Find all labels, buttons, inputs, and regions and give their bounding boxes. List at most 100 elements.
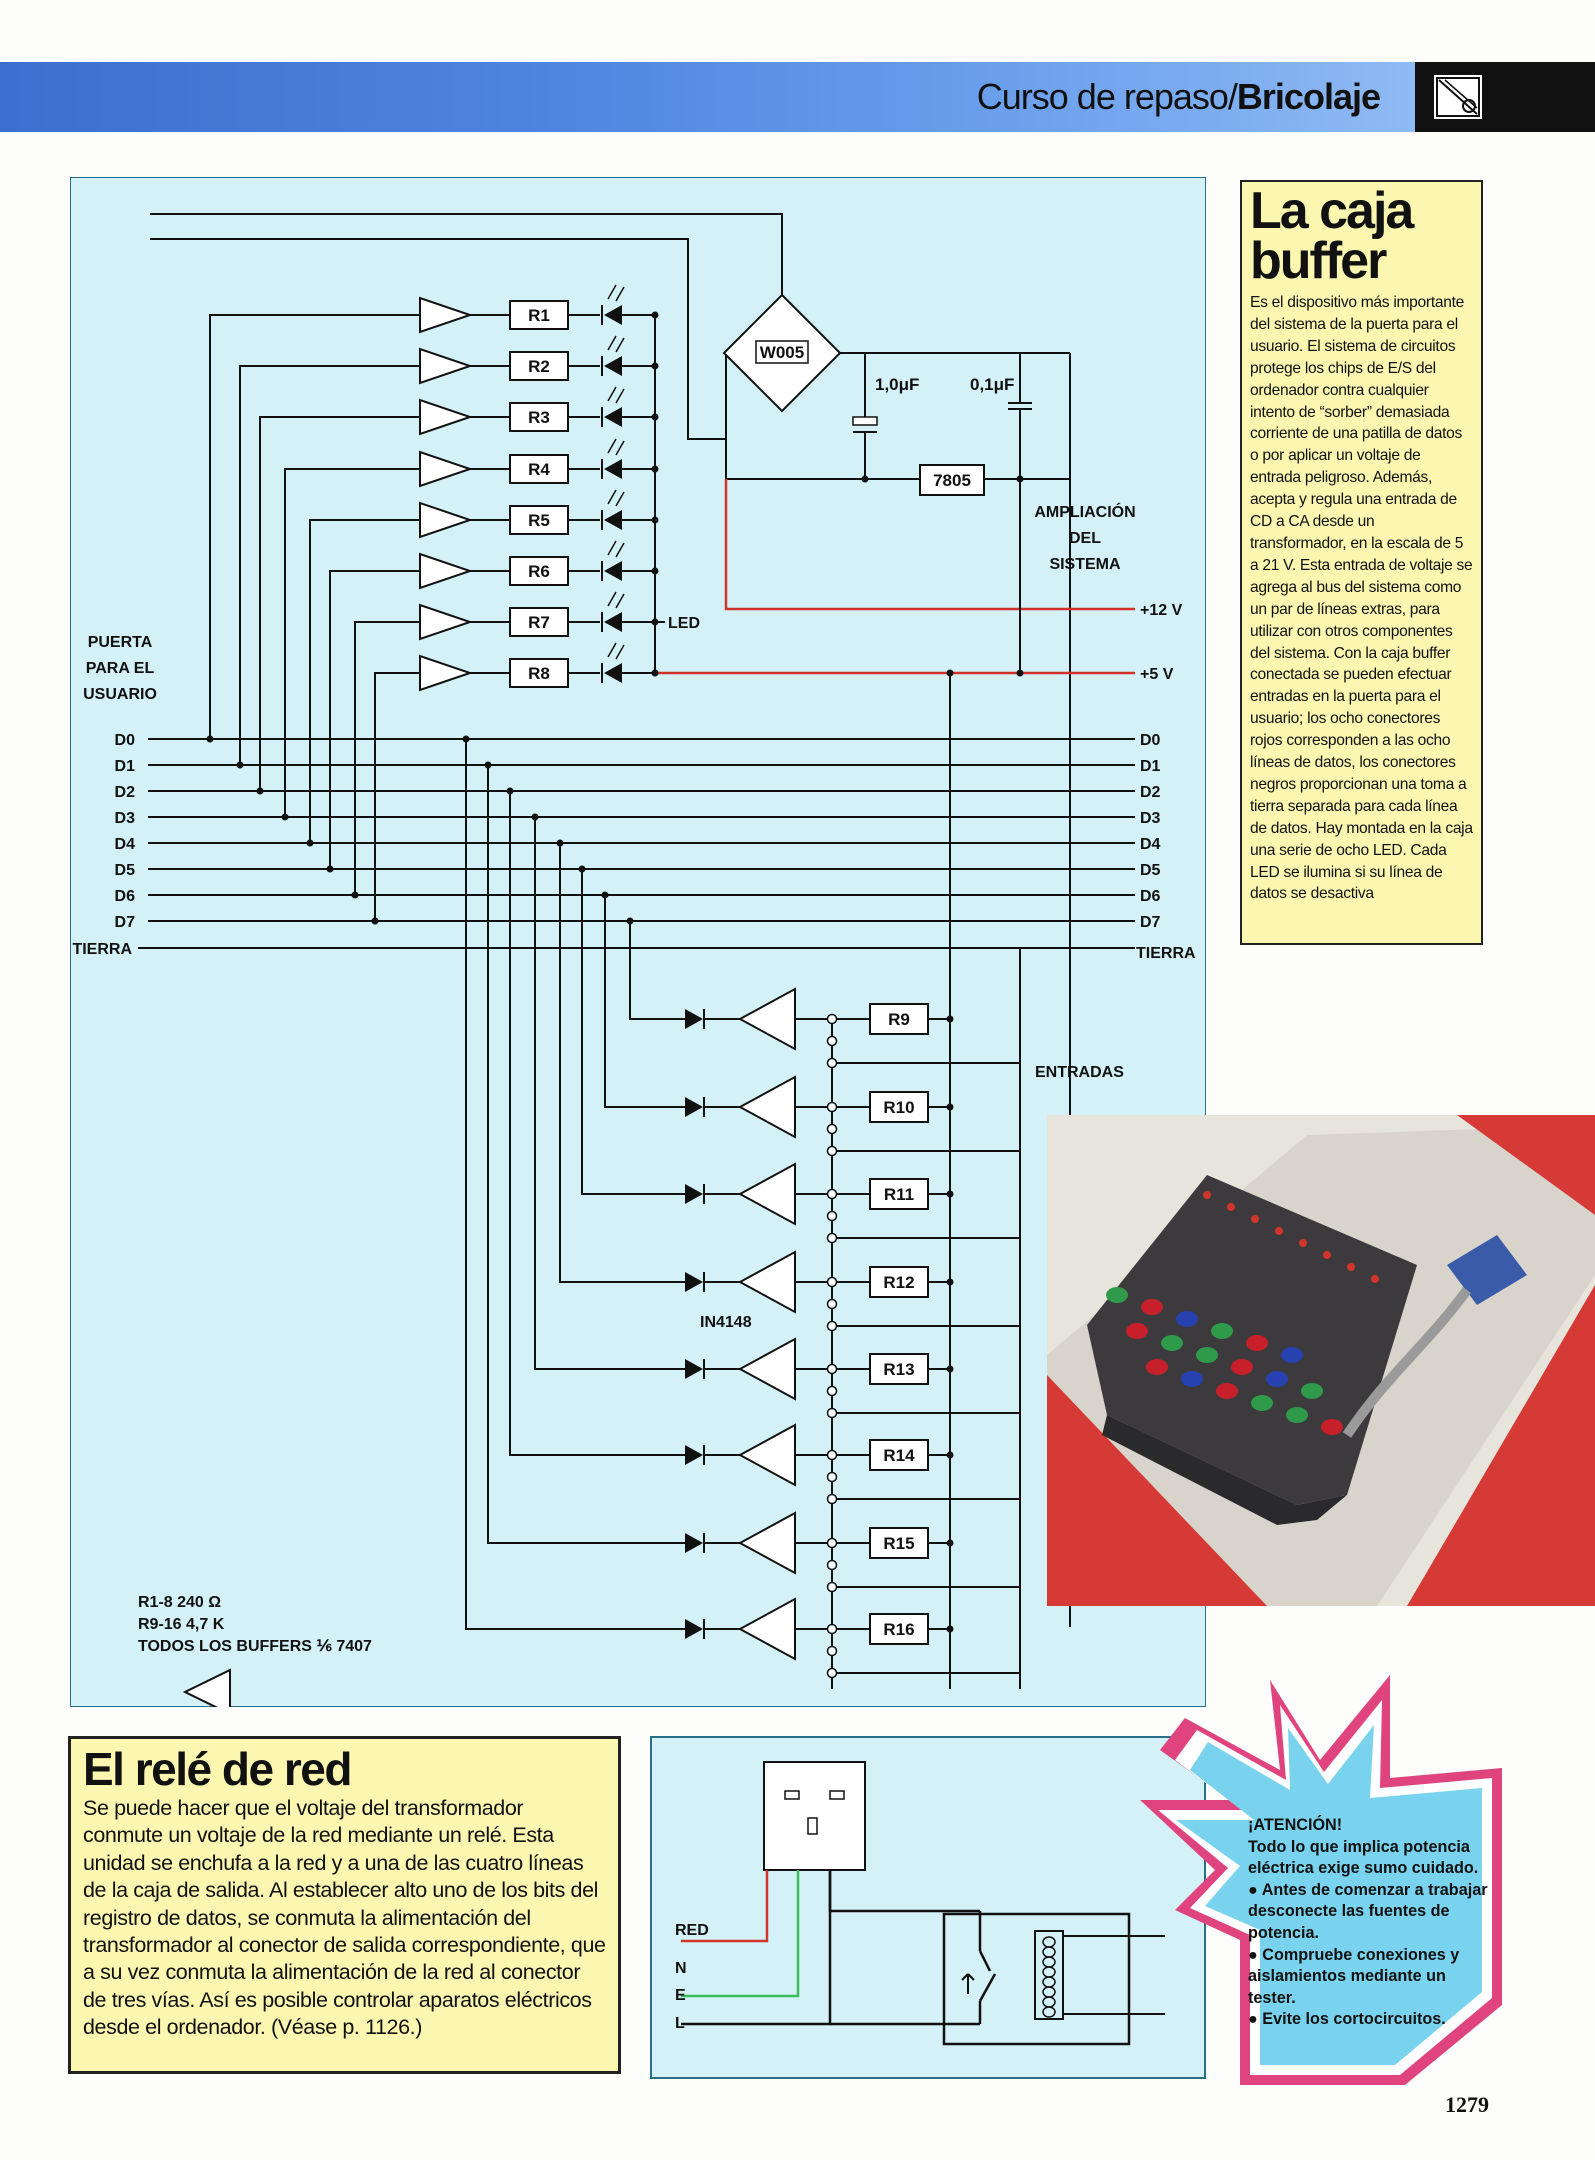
rele-title: El relé de red — [83, 1743, 352, 1795]
input-socket-icon — [826, 1057, 838, 1069]
connector-peg — [1161, 1335, 1183, 1351]
buffer-icon — [419, 654, 474, 692]
data-line-label-left: D3 — [115, 810, 136, 827]
ampliacion-label: DEL — [1069, 530, 1101, 547]
capacitor-label: 0,1μF — [970, 375, 1014, 394]
input-socket-icon — [826, 1667, 838, 1679]
buffer-icon — [419, 450, 474, 488]
led-icon — [604, 663, 622, 683]
resistor — [509, 402, 569, 432]
resistor — [509, 505, 569, 535]
resistor-label: R9 — [888, 1010, 910, 1029]
buffer-icon — [737, 1250, 796, 1314]
data-line-label-left: D5 — [115, 862, 136, 879]
input-socket-icon — [826, 1298, 838, 1310]
page-number: 1279 — [1445, 2092, 1489, 2117]
warning-title: ¡ATENCIÓN! — [1248, 1816, 1343, 1834]
input-socket-icon — [826, 1407, 838, 1419]
legend-line: TODOS LOS BUFFERS ⅙ 7407 — [138, 1638, 372, 1655]
connector-peg — [1181, 1371, 1203, 1387]
buffer-box-photo — [1047, 1115, 1595, 1606]
resistor — [509, 351, 569, 381]
connector-peg — [1176, 1311, 1198, 1327]
data-line-label-right: D7 — [1140, 914, 1161, 931]
resistor-label: R10 — [883, 1098, 914, 1117]
relay-label-e: E — [675, 1987, 686, 2004]
input-socket-icon — [826, 1449, 838, 1461]
data-line-label-left: D1 — [115, 758, 136, 775]
resistor-label: R2 — [528, 357, 550, 376]
input-socket-icon — [826, 1276, 838, 1288]
input-socket-icon — [826, 1145, 838, 1157]
buffer-icon — [419, 603, 474, 641]
resistor-label: R16 — [883, 1620, 914, 1639]
data-line-label-right: D1 — [1140, 758, 1161, 775]
connector-peg — [1141, 1299, 1163, 1315]
section-logo-icon — [1415, 62, 1595, 132]
resistor-label: R1 — [528, 306, 550, 325]
diode-icon — [685, 1359, 703, 1379]
resistor-label: R3 — [528, 408, 550, 427]
resistor-label: R5 — [528, 511, 550, 530]
data-line-label-left: D6 — [115, 888, 136, 905]
input-socket-icon — [826, 1645, 838, 1657]
relay-label-l: L — [675, 2015, 685, 2032]
puerta-label: USUARIO — [83, 686, 157, 703]
input-socket-icon — [826, 1013, 838, 1025]
input-socket-icon — [826, 1493, 838, 1505]
data-line-label-left: D2 — [115, 784, 136, 801]
data-line-label-right: D2 — [1140, 784, 1161, 801]
input-socket-icon — [826, 1537, 838, 1549]
plus12-label: +12 V — [1140, 602, 1183, 619]
diode-icon — [685, 1533, 703, 1553]
ampliacion-label: SISTEMA — [1049, 556, 1121, 573]
input-socket-icon — [826, 1363, 838, 1375]
led-icon — [604, 356, 622, 376]
resistor-label: R13 — [883, 1360, 914, 1379]
warning-starburst — [1140, 1675, 1502, 2085]
connector-peg — [1286, 1407, 1308, 1423]
connector-peg — [1301, 1383, 1323, 1399]
puerta-label: PARA EL — [86, 660, 155, 677]
input-socket-icon — [826, 1123, 838, 1135]
ampliacion-label: AMPLIACIÓN — [1034, 502, 1135, 521]
buffer-box-description: La caja buffer Es el dispositivo más imp… — [1240, 180, 1483, 945]
connector-peg — [1106, 1287, 1128, 1303]
led-photo-dot — [1251, 1215, 1259, 1223]
input-socket-icon — [826, 1471, 838, 1483]
resistor — [869, 1439, 929, 1471]
resistor-label: R14 — [883, 1446, 915, 1465]
buffer-icon — [419, 501, 474, 539]
buffer-icon — [737, 1597, 796, 1661]
connector-peg — [1246, 1335, 1268, 1351]
connector-peg — [1196, 1347, 1218, 1363]
led-photo-dot — [1371, 1275, 1379, 1283]
puerta-label: PUERTA — [88, 634, 153, 651]
connector-peg — [1231, 1359, 1253, 1375]
buffer-icon — [737, 1337, 796, 1401]
mains-relay-description: El relé de red Se puede hacer que el vol… — [68, 1736, 621, 2074]
connector-peg — [1251, 1395, 1273, 1411]
side-body: Es el dispositivo más importante del sis… — [1250, 294, 1473, 903]
data-line-label-right: D4 — [1140, 836, 1161, 853]
resistor-label: R12 — [883, 1273, 914, 1292]
resistor-label: R11 — [884, 1185, 914, 1204]
data-line-label-left: D4 — [115, 836, 136, 853]
buffer-icon — [419, 552, 474, 590]
led-icon — [604, 561, 622, 581]
legend-line: R1-8 240 Ω — [138, 1594, 221, 1611]
resistor — [869, 1353, 929, 1385]
resistor — [869, 1613, 929, 1645]
buffer-icon — [419, 296, 474, 334]
resistor-label: R15 — [883, 1534, 914, 1553]
data-line-label-right: D3 — [1140, 810, 1161, 827]
input-socket-icon — [826, 1035, 838, 1047]
header-title: Curso de repaso/Bricolaje — [976, 76, 1381, 117]
led-icon — [604, 459, 622, 479]
coil-loop — [1042, 2006, 1056, 2018]
input-socket-icon — [826, 1232, 838, 1244]
led-icon — [604, 305, 622, 325]
warning-intro: Todo lo que implica potencia eléctrica e… — [1248, 1837, 1479, 1878]
led-photo-dot — [1203, 1191, 1211, 1199]
